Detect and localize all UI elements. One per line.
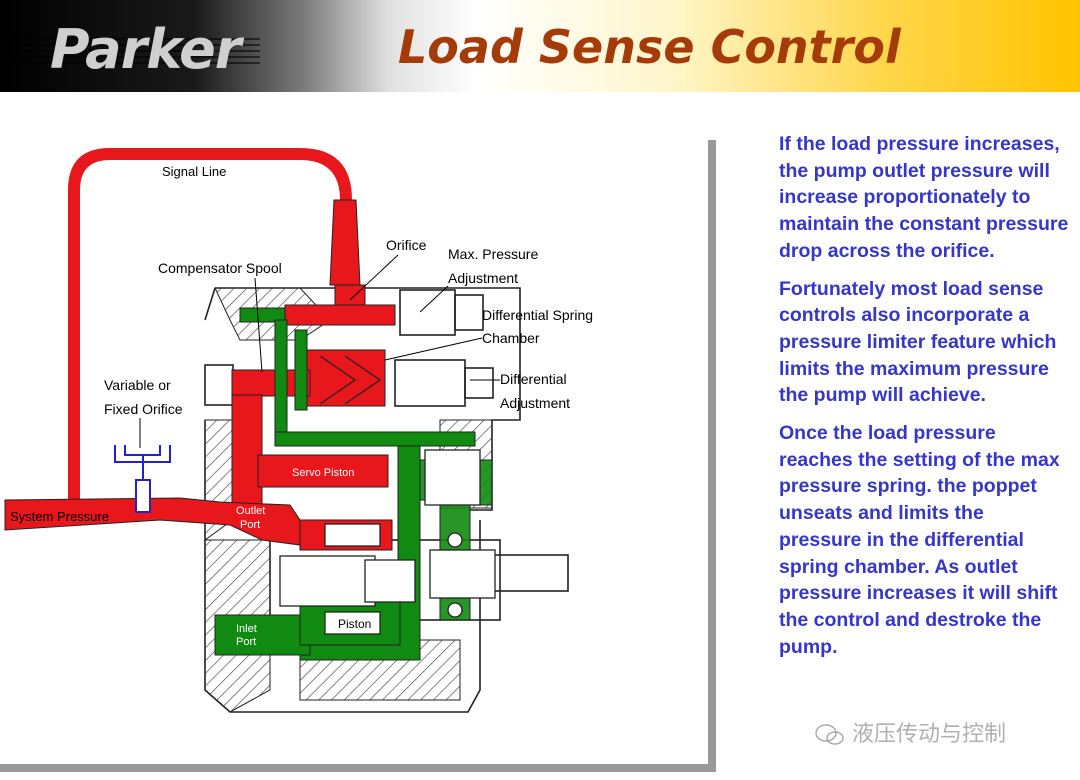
wechat-icon: [815, 724, 844, 745]
leader-lines: [139, 254, 500, 448]
watermark: 液压传动与控制: [815, 716, 1006, 748]
paragraph-3: Once the load pressure reaches the setti…: [779, 422, 1060, 658]
label-signal-line: Signal Line: [162, 164, 226, 179]
label-outlet-1: Outlet: [236, 505, 265, 517]
parker-logo: Parker: [50, 18, 241, 81]
label-max-pressure-2: Adjustment: [448, 270, 518, 286]
label-inlet-2: Port: [236, 636, 256, 648]
label-outlet-2: Port: [240, 519, 260, 531]
variable-orifice-icon: [114, 445, 171, 513]
label-differential-2: Adjustment: [500, 395, 570, 411]
label-servo-piston: Servo Piston: [292, 467, 354, 479]
paragraph-2: Fortunately most load sense controls als…: [779, 277, 1057, 407]
label-differential-1: Differential: [500, 371, 567, 387]
label-diff-spring-1: Differential Spring: [482, 307, 593, 323]
page-title: Load Sense Control: [398, 20, 901, 74]
label-variable-1: Variable or: [104, 377, 171, 393]
rotating-group: [279, 355, 496, 635]
header-banner: Parker Load Sense Control: [0, 0, 1080, 92]
label-piston: Piston: [338, 617, 371, 631]
logo-stripes: [0, 34, 260, 64]
label-max-pressure-1: Max. Pressure: [448, 246, 538, 262]
diagram-labels: Signal Line Orifice Max. Pressure Adjust…: [10, 164, 593, 648]
label-inlet-1: Inlet: [236, 623, 257, 635]
load-sense-diagram: Signal Line Orifice Max. Pressure Adjust…: [0, 140, 716, 772]
label-diff-spring-2: Chamber: [482, 330, 540, 346]
label-orifice: Orifice: [386, 237, 427, 253]
label-compensator-spool: Compensator Spool: [158, 260, 282, 276]
label-system-pressure: System Pressure: [10, 509, 109, 524]
label-variable-2: Fixed Orifice: [104, 401, 183, 417]
paragraph-1: If the load pressure increases, the pump…: [779, 133, 1069, 262]
watermark-text: 液压传动与控制: [852, 722, 1007, 747]
explanation-text: If the load pressure increases, the pump…: [779, 131, 1069, 671]
